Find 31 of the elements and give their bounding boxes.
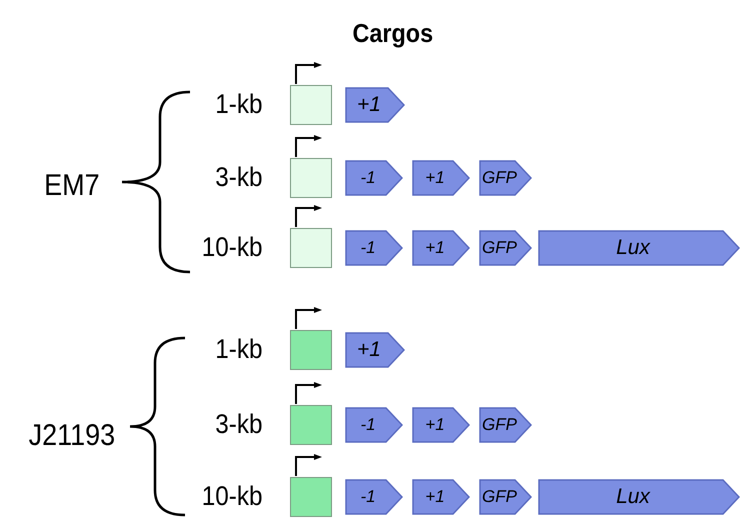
group-label: J21193 — [28, 421, 115, 451]
promoter-box — [290, 405, 332, 445]
gene-block: GFP — [479, 160, 532, 196]
size-label: 3-kb — [216, 164, 263, 191]
gene-block: Lux — [538, 479, 740, 515]
gene-block: +1 — [412, 230, 470, 266]
promoter-box — [290, 330, 332, 370]
size-label: 1-kb — [216, 336, 263, 363]
gene-block: GFP — [479, 407, 532, 443]
size-label: 10-kb — [202, 483, 263, 510]
size-label: 1-kb — [216, 91, 263, 118]
gene-block: GFP — [479, 479, 532, 515]
gene-block: Lux — [538, 230, 740, 266]
gene-block: +1 — [412, 407, 470, 443]
promoter-box — [290, 85, 332, 125]
gene-block: +1 — [345, 332, 405, 368]
promoter-box — [290, 228, 332, 268]
size-label: 10-kb — [202, 234, 263, 261]
gene-block: -1 — [345, 407, 403, 443]
promoter-box — [290, 477, 332, 517]
gene-block: GFP — [479, 230, 532, 266]
promoter-box — [290, 158, 332, 198]
size-label: 3-kb — [216, 411, 263, 438]
title: Cargos — [352, 18, 434, 49]
gene-block: +1 — [345, 87, 405, 123]
gene-block: -1 — [345, 230, 403, 266]
gene-block: -1 — [345, 479, 403, 515]
gene-block: -1 — [345, 160, 403, 196]
gene-block: +1 — [412, 479, 470, 515]
group-label: EM7 — [44, 171, 100, 201]
gene-block: +1 — [412, 160, 470, 196]
